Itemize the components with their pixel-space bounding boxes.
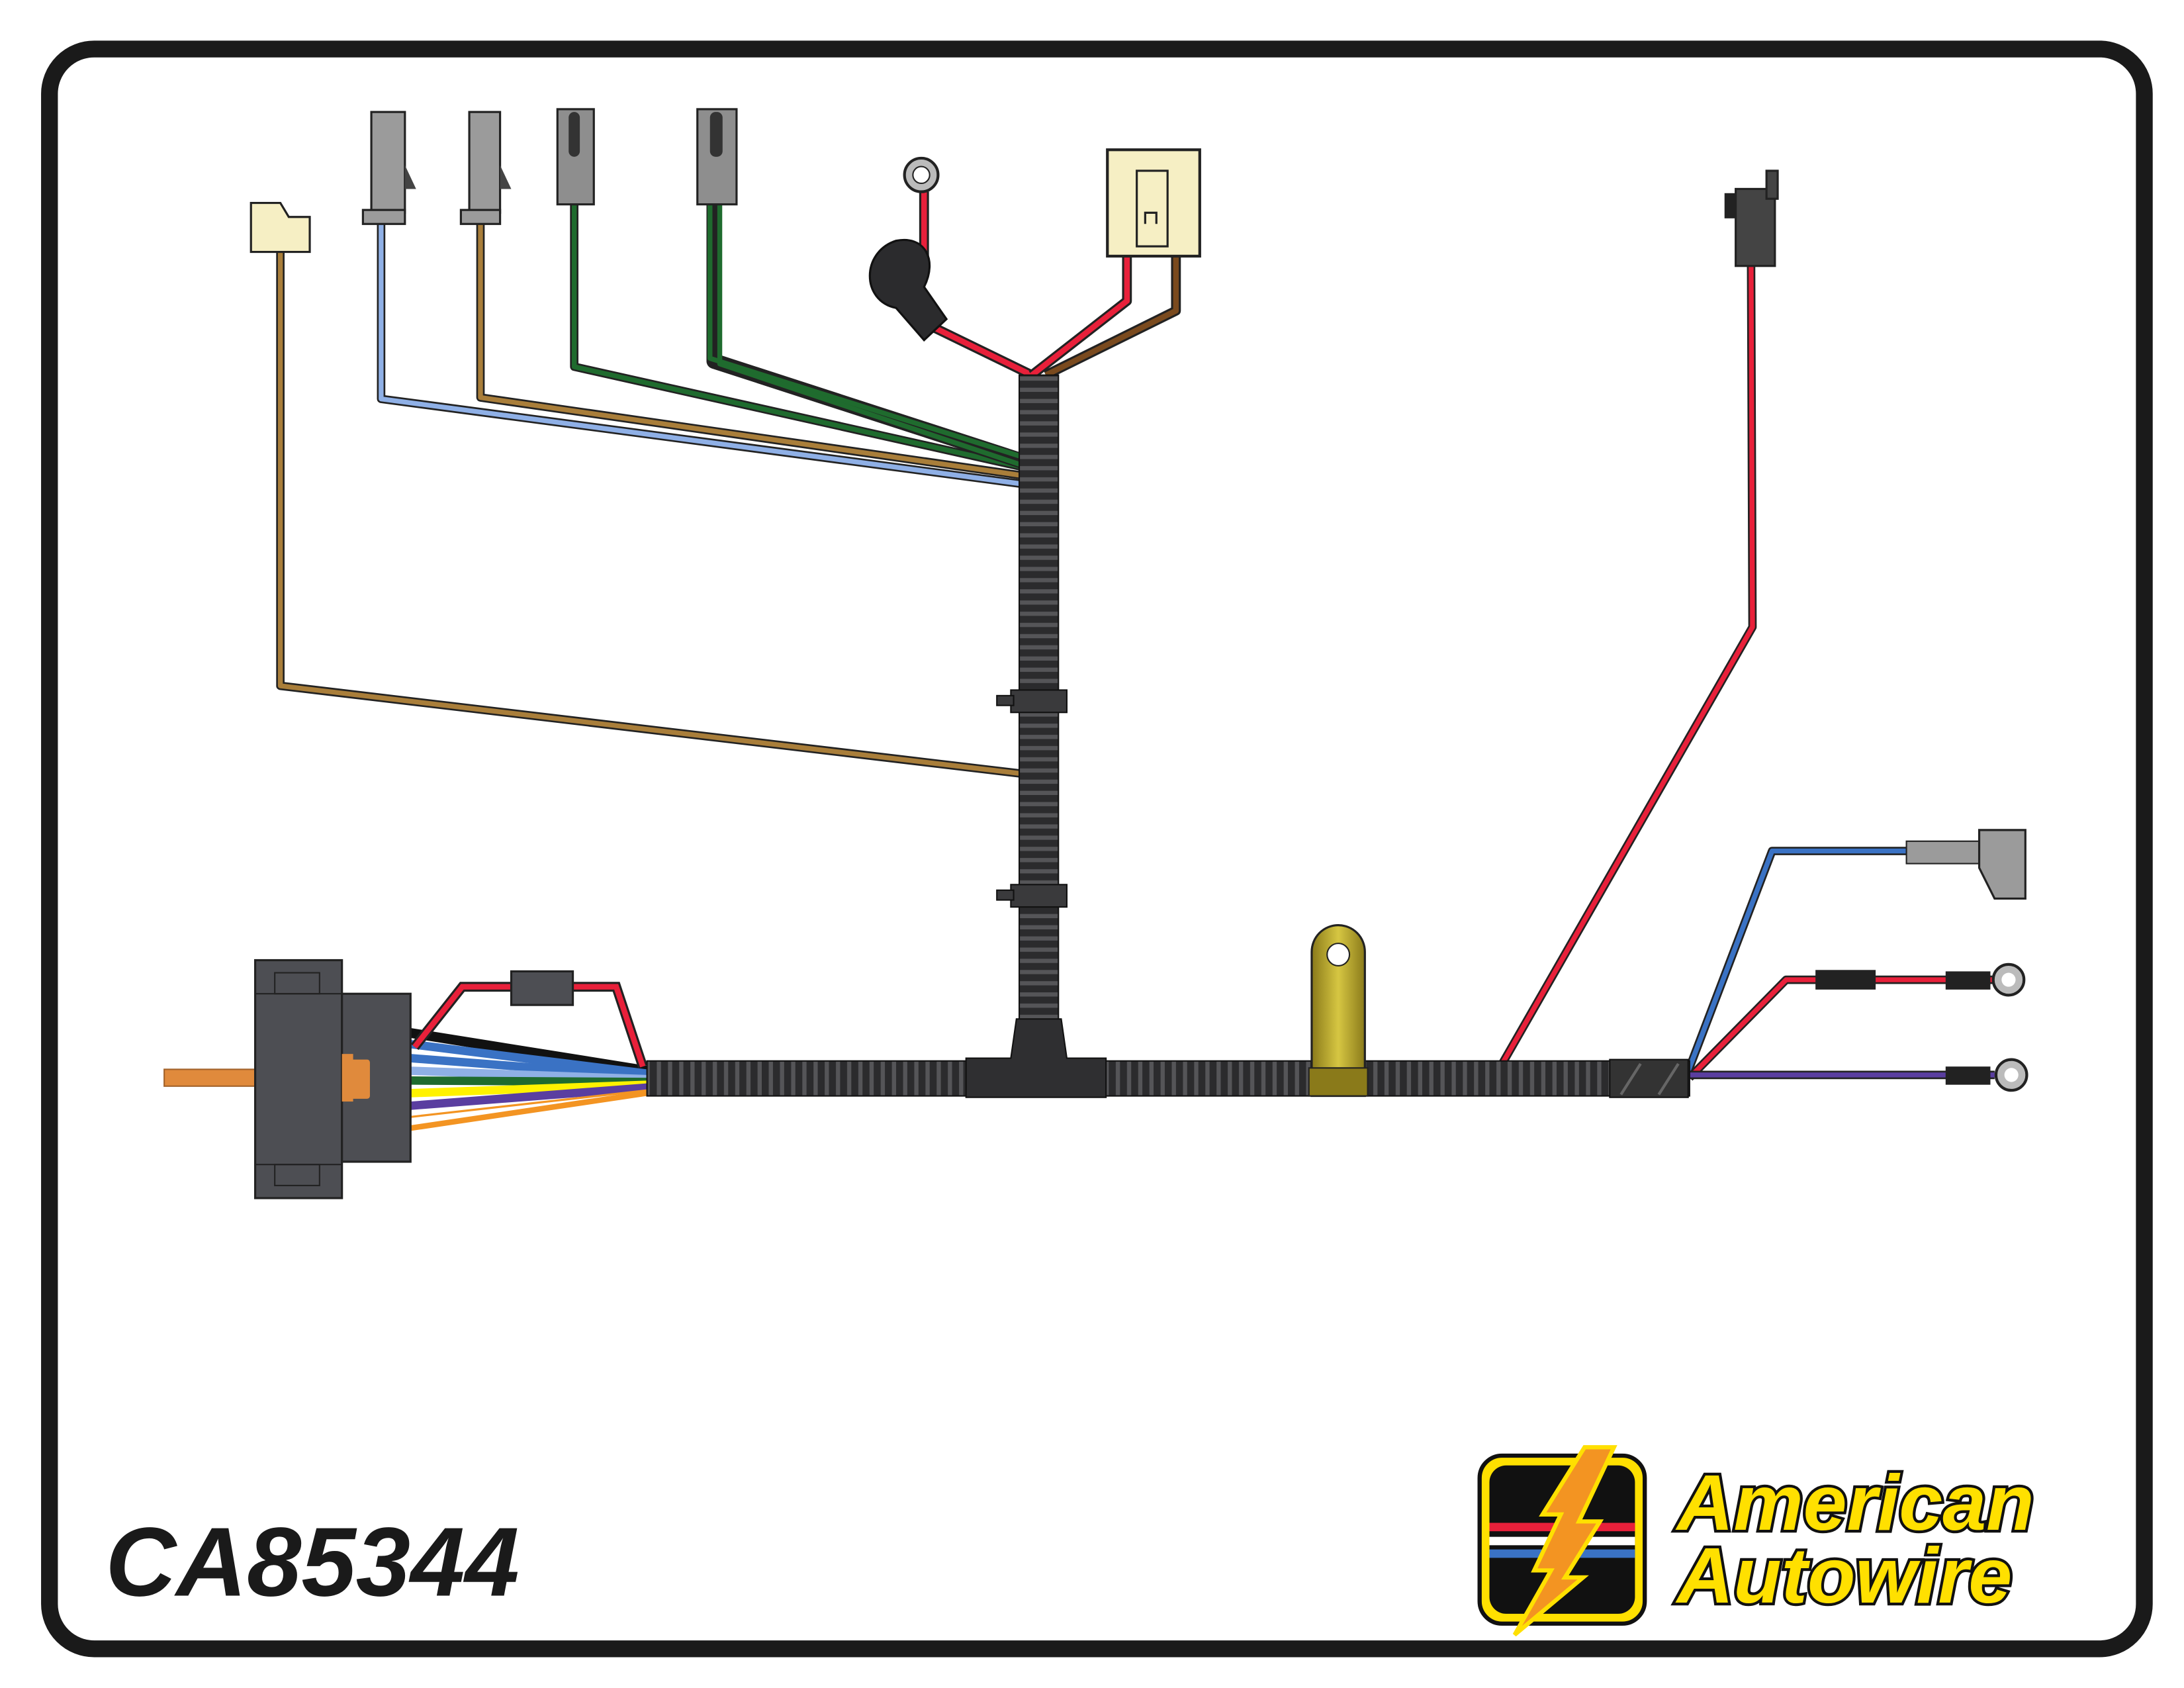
main-loom xyxy=(646,1060,1690,1097)
connector-gray-right xyxy=(1905,829,2026,900)
sleeve-red-wire xyxy=(1815,970,1876,990)
connector-gray-1 xyxy=(361,111,416,225)
t-junction xyxy=(965,1018,1107,1098)
lightning-bolt-icon xyxy=(1512,1445,1617,1637)
connector-cream-large xyxy=(1106,148,1201,258)
diagram-frame xyxy=(41,40,2153,1658)
connector-gray-4 xyxy=(696,108,738,206)
connector-wire-fan xyxy=(410,1028,648,1131)
connector-black-right xyxy=(1724,169,1779,267)
connector-gray-2 xyxy=(459,111,512,225)
brand-logo: American Autowire xyxy=(1477,1445,2037,1637)
mounting-bracket xyxy=(1308,924,1369,1098)
logo-line2: Autowire xyxy=(1675,1532,2012,1620)
connector-gray-3 xyxy=(556,108,595,206)
logo-line1: American xyxy=(1675,1460,2034,1547)
loom-clip-2 xyxy=(996,884,1068,908)
fuse-loop xyxy=(410,970,648,1068)
rubber-boot xyxy=(868,238,948,342)
part-number: CA85344 xyxy=(105,1507,519,1617)
ring-terminal-purple xyxy=(1994,1058,2028,1092)
connector-cream-small xyxy=(250,202,311,254)
bulkhead-connector xyxy=(163,959,412,1199)
inline-fuse xyxy=(510,970,574,1006)
ring-terminal-top xyxy=(903,156,940,193)
top-branch-wires xyxy=(276,191,1995,1081)
vertical-loom xyxy=(1018,374,1060,1069)
loom-clip-1 xyxy=(996,689,1068,714)
ring-terminal-red xyxy=(1991,962,2026,997)
